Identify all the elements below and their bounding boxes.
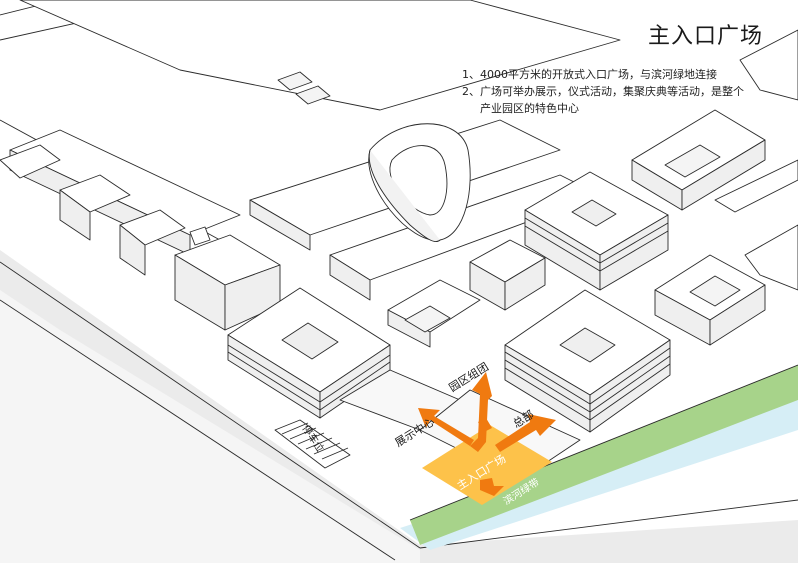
riverside-greenbelt	[410, 365, 798, 545]
circulation-arrows	[418, 372, 556, 496]
north-courtyard-building	[524, 171, 669, 291]
cluster-buildings	[387, 239, 546, 348]
page-title: 主入口广场	[648, 24, 764, 49]
north-site-block	[19, 0, 621, 111]
east-buildings	[631, 29, 798, 346]
description-line-2: 2、广场可举办展示，仪式活动，集聚庆典等活动，是整个	[462, 85, 744, 98]
exhibition-center-building	[227, 287, 391, 419]
description-line-3: 产业园区的特色中心	[480, 102, 579, 115]
ring-landmark-building	[368, 123, 471, 243]
west-building-row	[0, 129, 281, 331]
site-mark	[295, 85, 331, 105]
description-block: 1、4000平方米的开放式入口广场，与滨河绿地连接 2、广场可举办展示，仪式活动…	[462, 66, 744, 117]
parking-area	[274, 419, 351, 469]
site-mark	[277, 71, 313, 91]
headquarters-building	[504, 289, 671, 433]
main-entrance-plaza	[422, 425, 552, 505]
description-line-1: 1、4000平方米的开放式入口广场，与滨河绿地连接	[462, 68, 717, 81]
